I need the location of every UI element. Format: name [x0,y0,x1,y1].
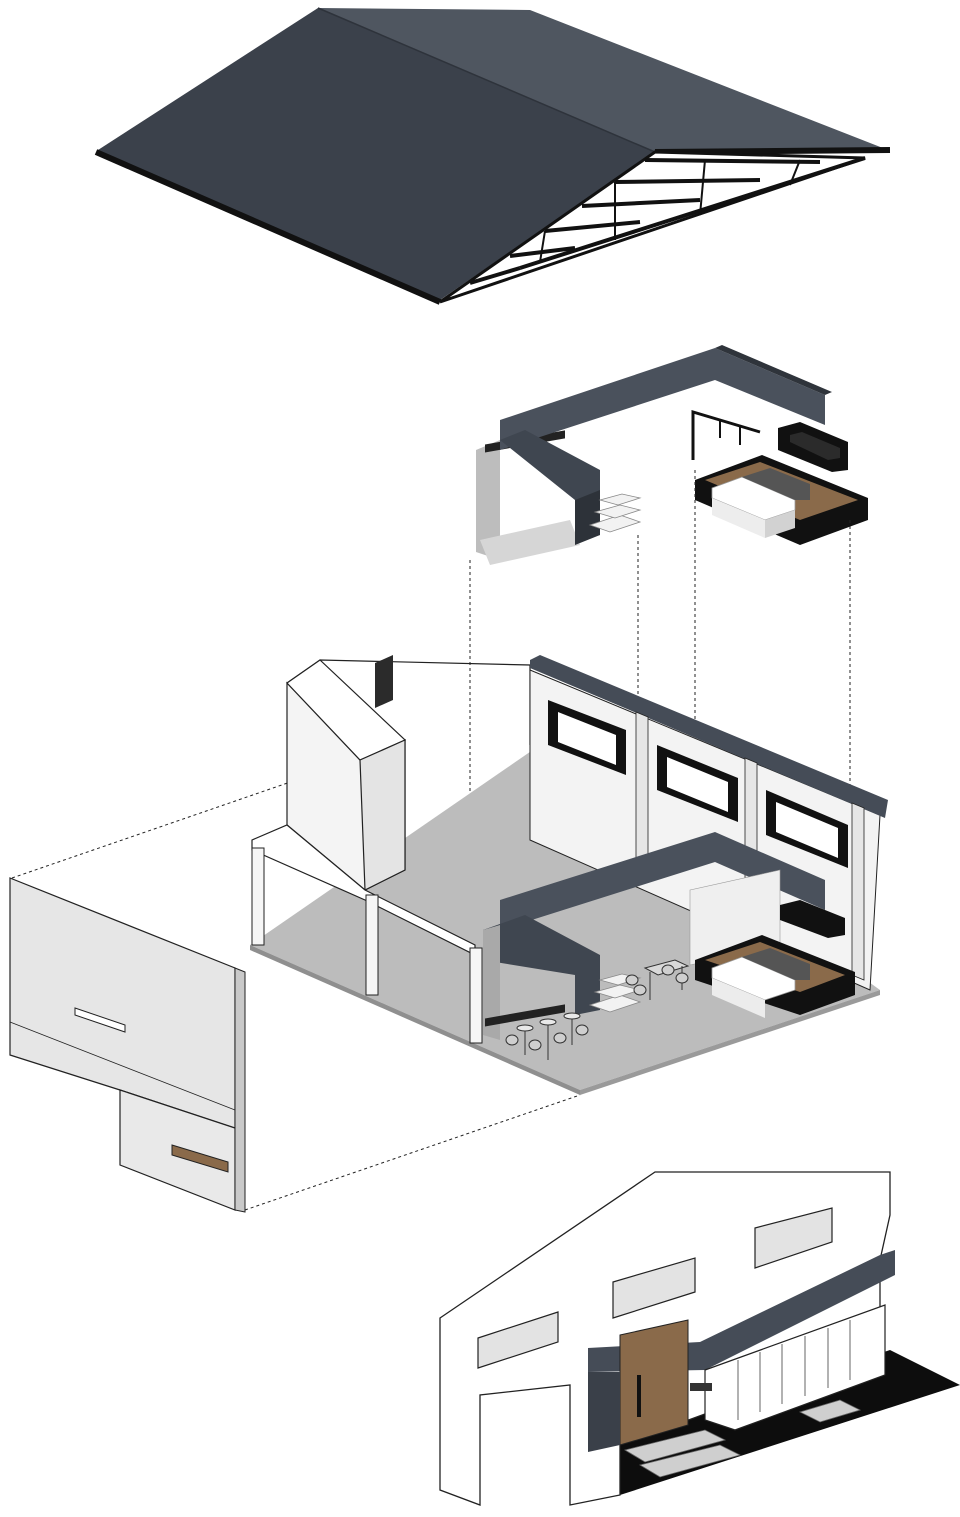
side-facade-edge [234,967,246,1213]
floor-slab [250,745,880,1090]
dining-furniture [505,959,690,1060]
roof-left-plane [98,8,655,300]
glazed-box [704,1304,886,1431]
island-dark [742,468,810,500]
mezzanine-stairs [588,493,642,533]
side-facade [9,877,246,1213]
roof-eave-left [94,149,442,305]
entry-door [375,655,393,709]
windows [548,700,848,868]
facade-window-2 [612,1257,696,1319]
ground-stairs [588,973,642,1013]
island-side [765,510,795,538]
mezzanine-floor [480,520,580,565]
inner-concrete [483,925,500,1040]
entrance-facade [439,1171,960,1506]
mezzanine-stair-block [575,490,600,545]
glazed-mullions [737,1320,851,1420]
sign-badge [690,1383,712,1391]
floor-slab-edge [250,945,580,1095]
vertical-sign [572,1378,580,1418]
facade-window-1 [477,1311,559,1369]
roof-ridge [317,7,656,153]
kitchen-island [691,409,868,545]
back-wall-beam [530,655,888,818]
mezzanine [476,345,832,565]
mezzanine-beam-side [715,345,832,395]
facade-canopy [588,1250,895,1372]
side-facade-bench [171,1144,229,1173]
entrance-door [619,1319,689,1446]
kitchen-ceiling-box [780,900,845,938]
mezzanine-beam-long [500,348,825,450]
roof-trusses [469,156,866,285]
facade-window-3 [754,1207,833,1269]
facade-windows [477,1207,833,1369]
track-light-rail [691,409,761,460]
columns [251,847,483,1044]
roof-right-plane [318,8,888,152]
inner-beam-long [500,832,825,930]
roof [94,7,891,305]
island-front [712,498,765,538]
entrance-steps [623,1399,862,1478]
ground-floor [250,655,888,1095]
side-facade-slot [74,1007,126,1033]
inner-beam-drop [483,915,600,1015]
mezzanine-concrete-wall [476,440,500,560]
door-handle [637,1375,641,1417]
